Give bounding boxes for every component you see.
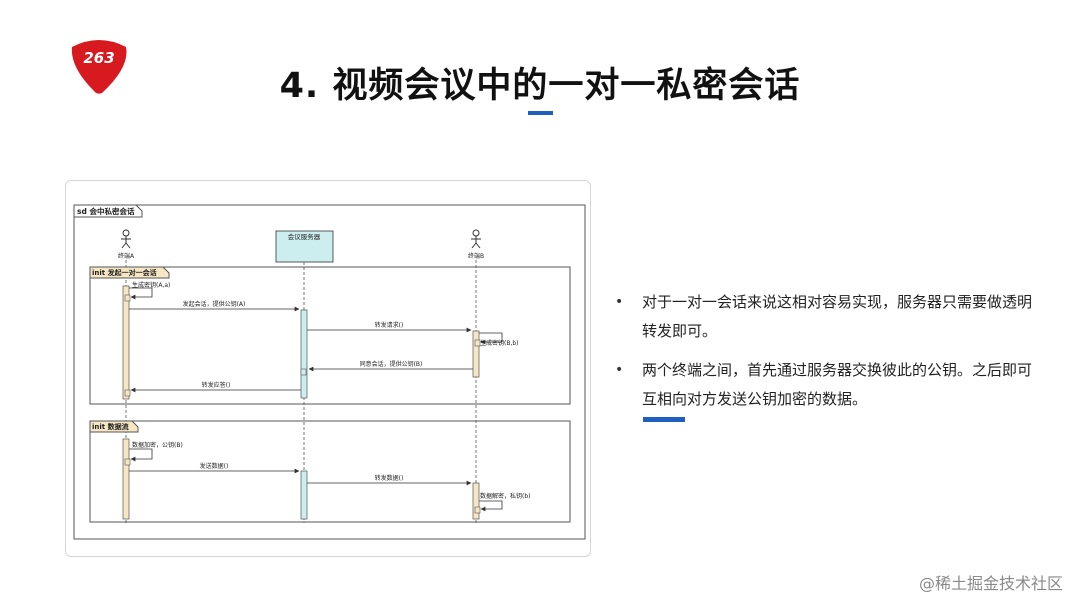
activation-b-2 bbox=[472, 482, 480, 520]
activation-b-1 bbox=[472, 330, 480, 378]
actor-a-icon bbox=[121, 229, 131, 249]
activation-server-2 bbox=[300, 470, 308, 520]
bullet-dot-icon: • bbox=[615, 294, 624, 310]
message-label-3: 转发请求() bbox=[375, 321, 404, 329]
bullet-item: • 两个终端之间，首先通过服务器交换彼此的公钥。之后即可互相向对方发送公钥加密的… bbox=[615, 356, 1035, 414]
actor-b-icon bbox=[471, 229, 481, 249]
brand-logo: 263 bbox=[64, 37, 134, 95]
accent-bar bbox=[643, 417, 685, 422]
bullet-dot-icon: • bbox=[615, 362, 624, 378]
fragment-init-session bbox=[89, 266, 571, 405]
message-self-a-keygen bbox=[129, 287, 153, 300]
logo-text: 263 bbox=[83, 49, 114, 67]
fragment-data-flow-label: init 数据流 bbox=[92, 422, 129, 431]
message-label-4: 生成密钥(B,b) bbox=[480, 339, 519, 347]
slide-title: 4. 视频会议中的一对一私密会话 bbox=[279, 66, 801, 106]
sequence-diagram: sd 会中私密会话 终端A 会议服务器 终端B init 发起一对一 bbox=[73, 204, 586, 540]
message-label-8: 发送数据() bbox=[200, 462, 229, 470]
bullet-text-1: 对于一对一会话来说这相对容易实现，服务器只需要做透明转发即可。 bbox=[642, 293, 1033, 340]
sequence-diagram-card: sd 会中私密会话 终端A 会议服务器 终端B init 发起一对一 bbox=[65, 180, 591, 557]
message-self-b-decrypt bbox=[479, 500, 503, 512]
message-label-5: 同意会话，提供公钥(B) bbox=[360, 360, 423, 368]
message-label-6: 转发应答() bbox=[202, 381, 231, 389]
bullet-item: • 对于一对一会话来说这相对容易实现，服务器只需要做透明转发即可。 bbox=[615, 288, 1035, 346]
participant-terminal-b: 终端B bbox=[468, 252, 484, 260]
message-self-b-keygen bbox=[479, 332, 503, 345]
frame-label: sd 会中私密会话 bbox=[77, 206, 135, 216]
title-underline bbox=[528, 111, 553, 115]
frame-border bbox=[73, 204, 586, 540]
fragment-init-session-label: init 发起一对一会话 bbox=[92, 268, 157, 277]
activation-server-1 bbox=[300, 309, 308, 399]
fragment-init-session-tab bbox=[89, 266, 170, 279]
message-self-a-encrypt bbox=[129, 448, 153, 462]
participant-server: 会议服务器 bbox=[288, 232, 321, 241]
participant-terminal-a: 终端A bbox=[118, 252, 135, 260]
message-label-1: 生成密钥(A,a) bbox=[132, 281, 170, 289]
activation-a-2 bbox=[122, 438, 130, 520]
message-label-7: 数据加密，公钥(B) bbox=[132, 441, 183, 449]
activation-a-1 bbox=[122, 285, 130, 400]
bullet-text-2: 两个终端之间，首先通过服务器交换彼此的公钥。之后即可互相向对方发送公钥加密的数据… bbox=[642, 361, 1033, 408]
message-label-10: 数据解密，私钥(b) bbox=[480, 492, 531, 500]
message-label-2: 发起会话，提供公钥(A) bbox=[183, 300, 246, 308]
fragment-data-flow bbox=[89, 420, 571, 523]
fragment-data-flow-tab bbox=[89, 420, 139, 433]
frame-tab bbox=[73, 204, 143, 218]
watermark: @稀土掘金技术社区 bbox=[918, 574, 1063, 593]
bullet-list: • 对于一对一会话来说这相对容易实现，服务器只需要做透明转发即可。 • 两个终端… bbox=[615, 288, 1035, 424]
message-label-9: 转发数据() bbox=[375, 474, 404, 482]
